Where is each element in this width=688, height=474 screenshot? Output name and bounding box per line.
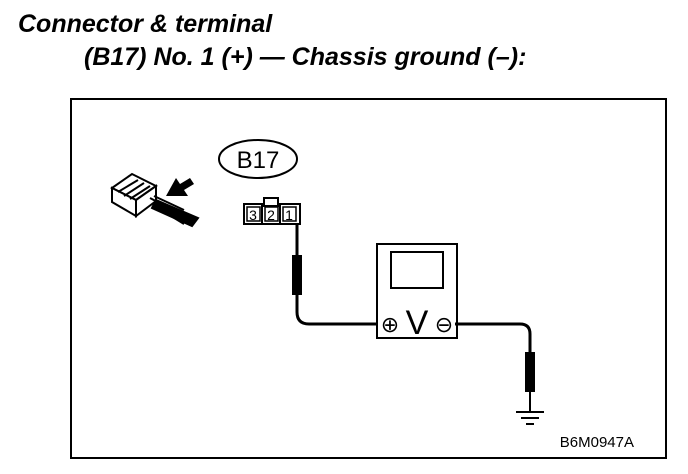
- terminal-1: 1: [285, 207, 293, 223]
- chassis-ground-icon: [516, 411, 544, 425]
- connector-label-text: B17: [237, 147, 280, 174]
- positive-probe-lead: [292, 224, 379, 326]
- negative-probe-lead: [455, 322, 535, 412]
- meter-negative-icon: ⊖: [435, 312, 453, 337]
- heading-line-1: Connector & terminal: [18, 10, 273, 38]
- heading-line-2: (B17) No. 1 (+) — Chassis ground (–):: [84, 43, 527, 71]
- meter-voltage-symbol: V: [406, 304, 429, 342]
- connector-label: B17: [218, 139, 298, 179]
- figure-code: B6M0947A: [560, 434, 634, 451]
- voltmeter: [376, 243, 458, 339]
- terminal-2: 2: [267, 207, 275, 223]
- connector-illustration-icon: [110, 172, 200, 228]
- insertion-arrow-icon: [166, 178, 194, 196]
- meter-positive-icon: ⊕: [381, 312, 399, 337]
- measurement-diagram: B17 3 2 1 ⊕ V ⊖: [110, 139, 634, 451]
- terminal-3: 3: [249, 207, 257, 223]
- diagram-frame: B17 3 2 1 ⊕ V ⊖: [70, 98, 667, 459]
- terminal-block: [243, 197, 301, 225]
